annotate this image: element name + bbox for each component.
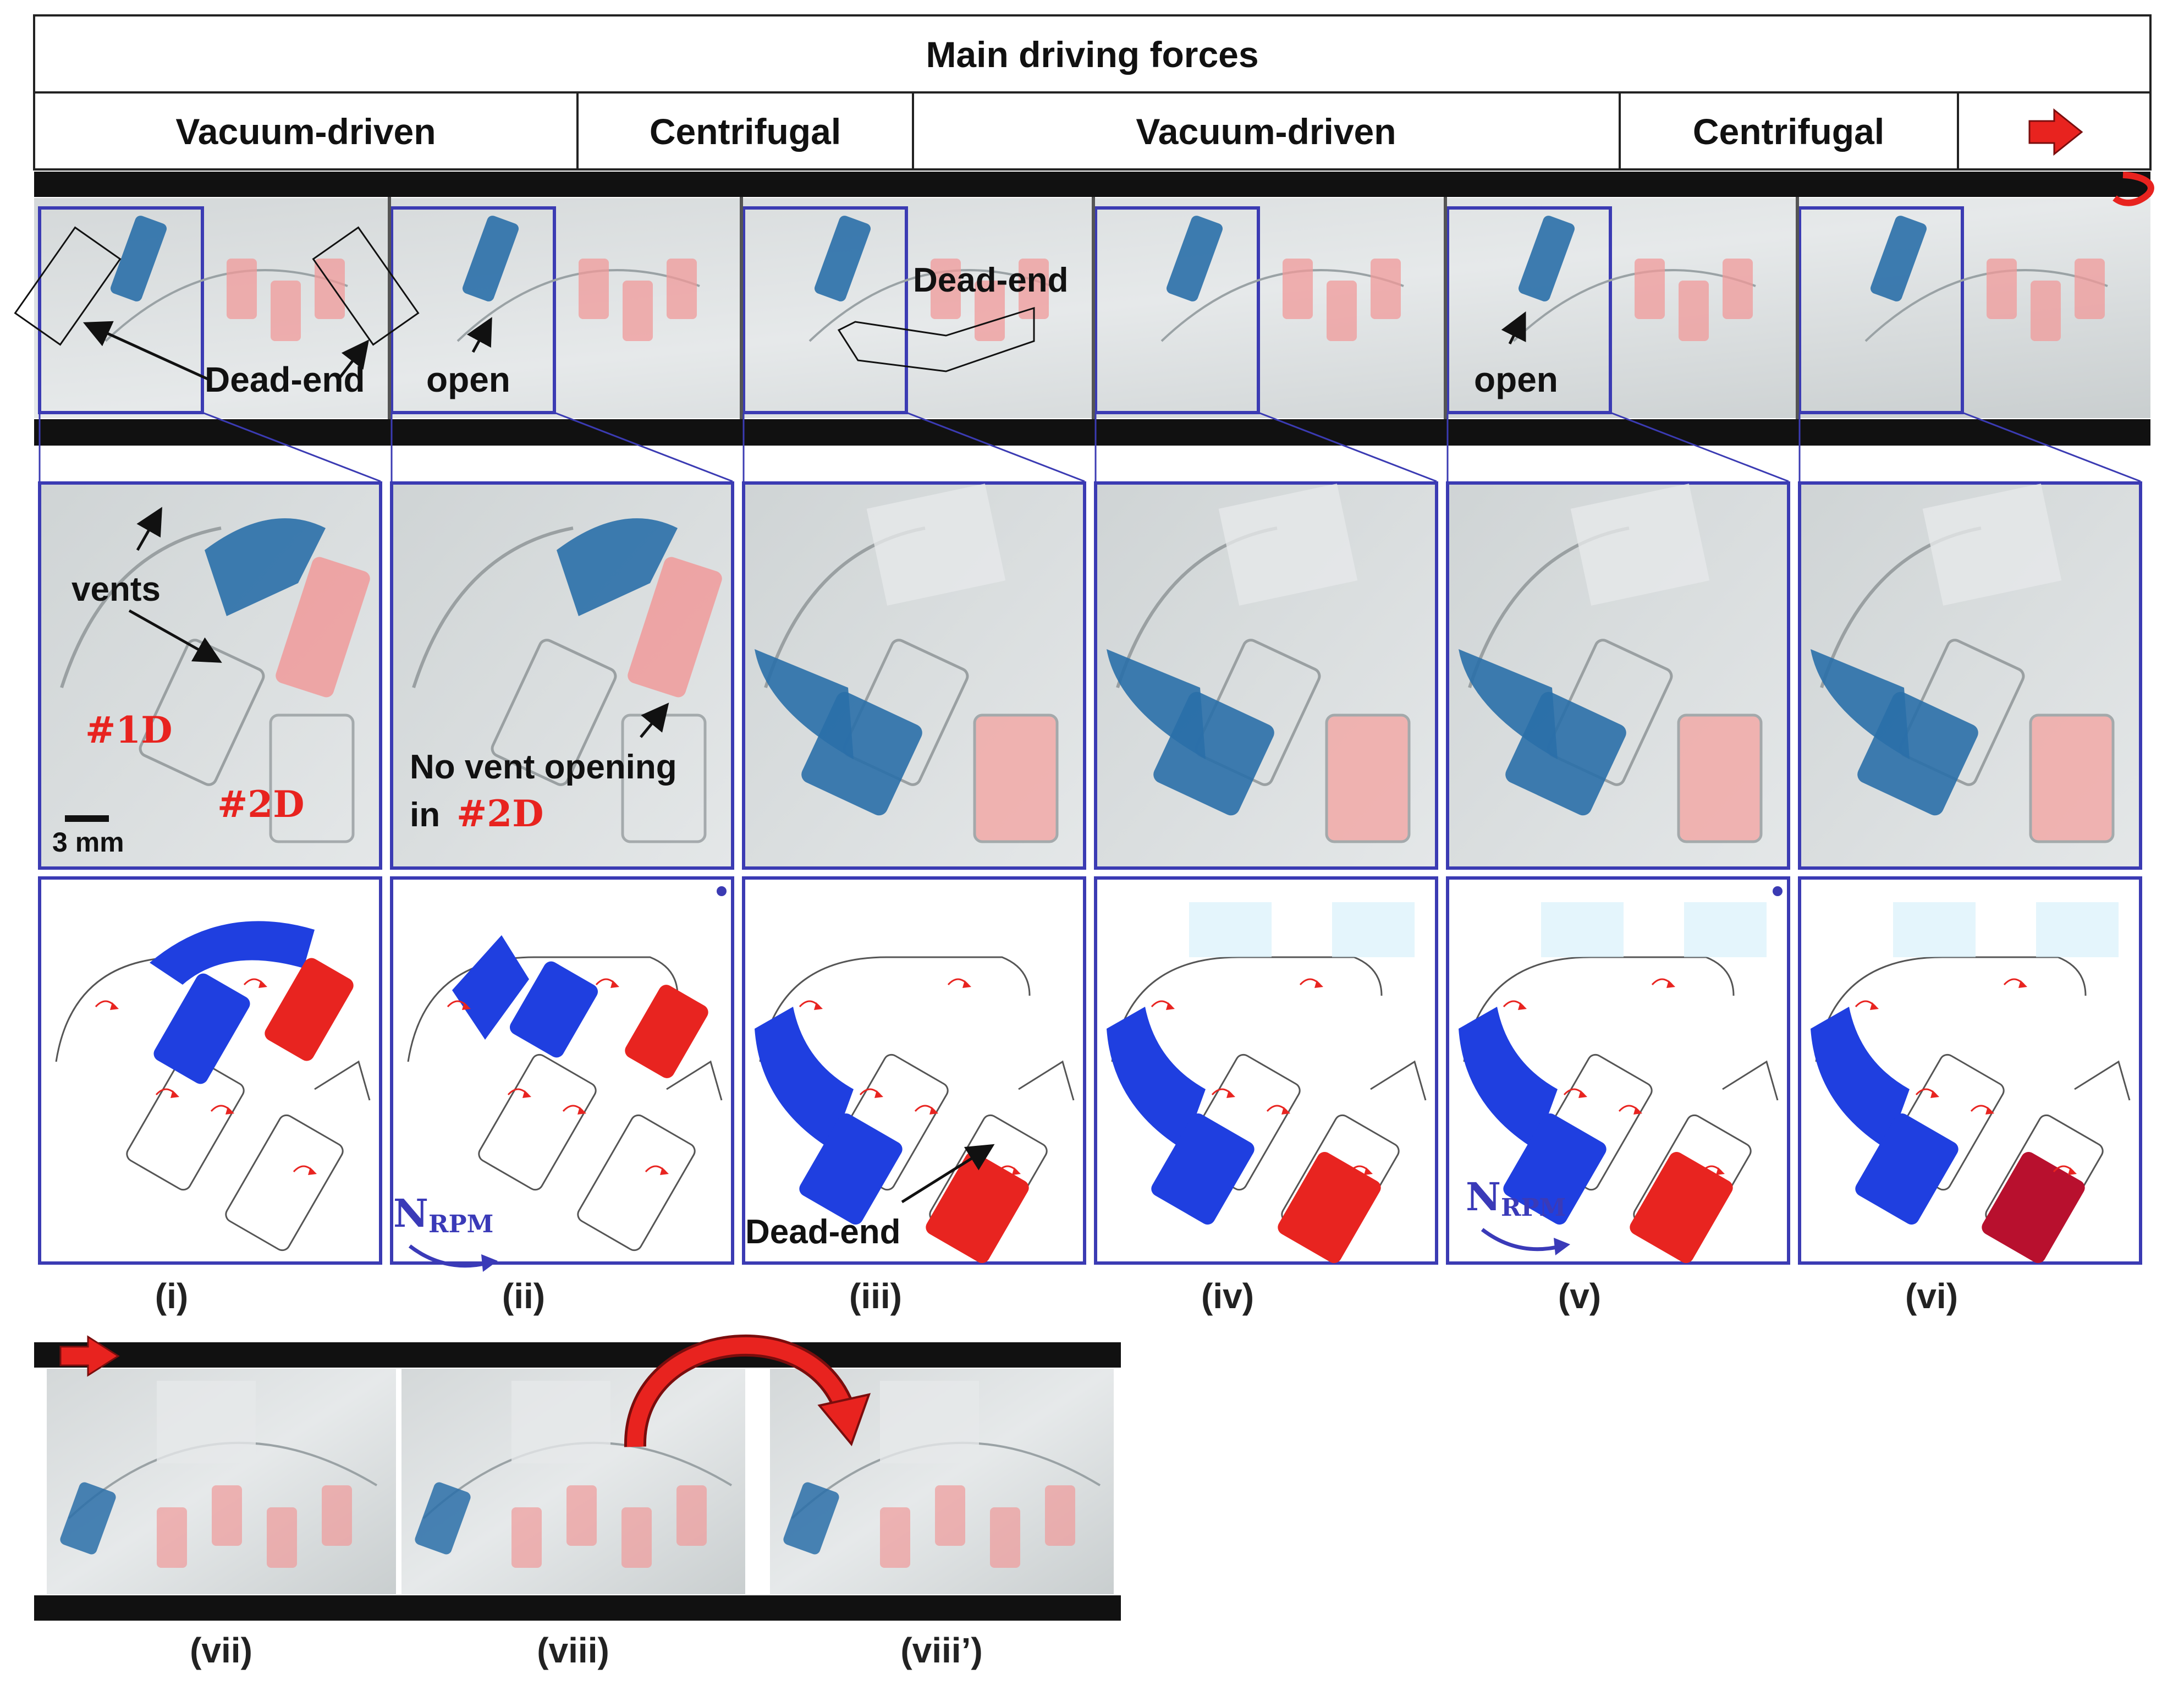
label-vents: vents <box>71 570 161 608</box>
label-nrpm-ii: NRPM <box>393 1190 493 1238</box>
photo-chamber-pink <box>315 259 345 319</box>
caption-4: (iv) <box>1201 1276 1254 1316</box>
photo-chamber-pink <box>1283 259 1313 319</box>
scale-bar <box>65 815 109 822</box>
label-dead-end-2: Dead-end <box>913 261 1068 299</box>
photo-frame-2 <box>390 206 556 414</box>
photo-chamber-pink <box>1987 259 2017 319</box>
header-segment-centrifugal-1: Centrifugal <box>650 111 841 152</box>
caption-bottom-3: (viii’) <box>900 1631 982 1670</box>
photo-chamber-pink <box>667 259 697 319</box>
header-segment-vacuum-1: Vacuum-driven <box>175 111 436 152</box>
photo-chamber-pink <box>931 259 961 319</box>
photo-strip-top <box>34 172 2154 446</box>
captions-top: (i) (ii) (iii) (iv) (v) (vi) <box>155 1276 1958 1316</box>
label-open-2: open <box>1474 360 1558 399</box>
photo-reservoir-blue <box>1166 216 1223 301</box>
label-dead-end-3: Dead-end <box>745 1213 900 1251</box>
photo-chamber-pink <box>2075 259 2105 319</box>
caption-6: (vi) <box>1905 1276 1958 1316</box>
right-arrow-icon-bottom <box>59 1335 120 1377</box>
photo-reservoir-blue <box>110 216 167 301</box>
schematic-panel-row <box>38 876 2142 1265</box>
header-title: Main driving forces <box>926 34 1258 75</box>
right-arrow-icon <box>2028 108 2083 156</box>
photo-chamber-pink <box>1019 259 1049 319</box>
photo-chamber-pink <box>579 259 609 319</box>
zoom-connectors <box>38 411 2141 482</box>
photo-chamber-pink <box>1723 259 1753 319</box>
caption-5: (v) <box>1558 1276 1601 1316</box>
photo-chamber-pink <box>1679 281 1709 341</box>
header-table: Main driving forces Vacuum-driven Centri… <box>33 14 2152 171</box>
caption-3: (iii) <box>849 1276 902 1316</box>
label-open-1: open <box>426 360 510 399</box>
photo-strip-bottom <box>34 1334 1121 1621</box>
header-segment-vacuum-2: Vacuum-driven <box>1136 111 1396 152</box>
zoom-panel-row <box>38 481 2142 870</box>
photo-frame-4 <box>1094 206 1260 414</box>
photo-reservoir-blue <box>1518 216 1575 301</box>
label-scale: 3 mm <box>52 827 124 858</box>
label-no-vent-line1: No vent opening <box>410 748 677 786</box>
photo-reservoir-blue <box>1870 216 1927 301</box>
label-no-vent-in: in <box>410 796 440 834</box>
zoom-annotations: vents #1D #2D 3 mm No vent opening in #2… <box>52 507 677 858</box>
photo-chamber-pink <box>1635 259 1665 319</box>
photo-frame-6 <box>1798 206 1964 414</box>
label-no-vent-2d: #2D <box>456 792 543 835</box>
rotation-arrow-icon <box>2113 172 2154 206</box>
photo-chamber-pink <box>1327 281 1357 341</box>
photo-chamber-pink <box>623 281 653 341</box>
photo-frame-1 <box>38 206 204 414</box>
photo-reservoir-blue <box>462 216 519 301</box>
photo-reservoir-blue <box>814 216 871 301</box>
photo-chamber-pink <box>227 259 257 319</box>
captions-bottom: (vii) (viii) (viii’) <box>190 1631 983 1670</box>
photo-chamber-pink <box>975 281 1005 341</box>
photo-frame-5 <box>1446 206 1612 414</box>
photo-chamber-pink <box>2031 281 2061 341</box>
schematic-panel-2 <box>390 876 734 1265</box>
photo-chamber-pink <box>271 281 301 341</box>
header-segment-centrifugal-2: Centrifugal <box>1693 111 1884 152</box>
label-dead-end-1: Dead-end <box>205 360 365 399</box>
label-2d: #2D <box>217 783 304 826</box>
caption-1: (i) <box>155 1276 188 1316</box>
photo-chamber-pink <box>1371 259 1401 319</box>
caption-2: (ii) <box>502 1276 545 1316</box>
label-1d: #1D <box>85 709 172 751</box>
photo-annotations: Dead-end open Dead-end open <box>14 226 1558 399</box>
photo-frame-3 <box>742 206 908 414</box>
caption-bottom-1: (vii) <box>190 1631 252 1670</box>
schematic-annotations: NRPM NRPM Dead-end <box>393 1144 1570 1272</box>
label-nrpm-v: NRPM <box>1466 1174 1566 1222</box>
caption-bottom-2: (viii) <box>537 1631 609 1670</box>
